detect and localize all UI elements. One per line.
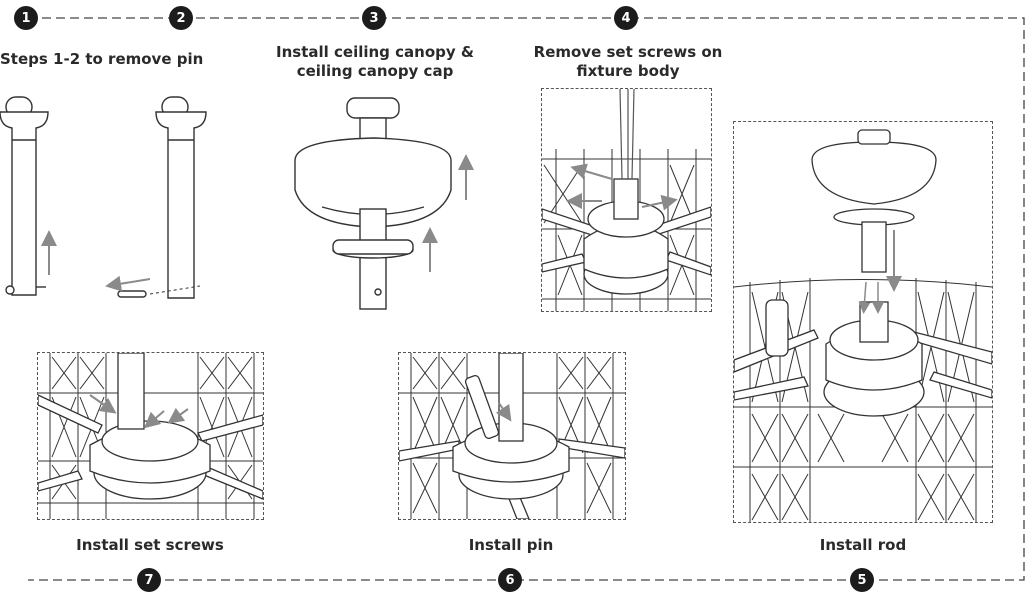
step3-caption-line2: ceiling canopy cap — [296, 62, 454, 80]
step5-illustration — [734, 129, 992, 522]
step2-downrod — [117, 96, 207, 299]
step-badge-4: 4 — [614, 6, 638, 30]
step6-panel — [398, 352, 626, 520]
step1-caption: Steps 1-2 to remove pin — [0, 50, 204, 68]
step4-caption-line2: fixture body — [576, 62, 680, 80]
step3-canopy — [294, 97, 452, 310]
step7-illustration — [38, 353, 263, 519]
step-badge-7: 7 — [137, 568, 161, 592]
step4-caption-line1: Remove set screws on — [533, 43, 723, 61]
step5-panel — [733, 121, 993, 523]
step6-caption: Install pin — [468, 536, 554, 554]
step4-illustration — [542, 89, 711, 311]
step2-arrow — [105, 275, 151, 292]
step1-downrod — [0, 96, 49, 296]
step-badge-1: 1 — [14, 6, 38, 30]
step4-caption: Remove set screws on fixture body — [523, 43, 733, 81]
step4-panel — [541, 88, 712, 312]
step6-illustration — [399, 353, 625, 519]
step5-caption: Install rod — [819, 536, 907, 554]
step-badge-2: 2 — [169, 6, 193, 30]
step7-caption: Install set screws — [76, 536, 224, 554]
step-badge-3: 3 — [362, 6, 386, 30]
flow-path — [28, 17, 1025, 581]
step7-panel — [37, 352, 264, 520]
step3-caption-line1: Install ceiling canopy & — [276, 43, 474, 61]
step3-caption: Install ceiling canopy & ceiling canopy … — [270, 43, 480, 81]
step-badge-6: 6 — [498, 568, 522, 592]
step-badge-5: 5 — [850, 568, 874, 592]
